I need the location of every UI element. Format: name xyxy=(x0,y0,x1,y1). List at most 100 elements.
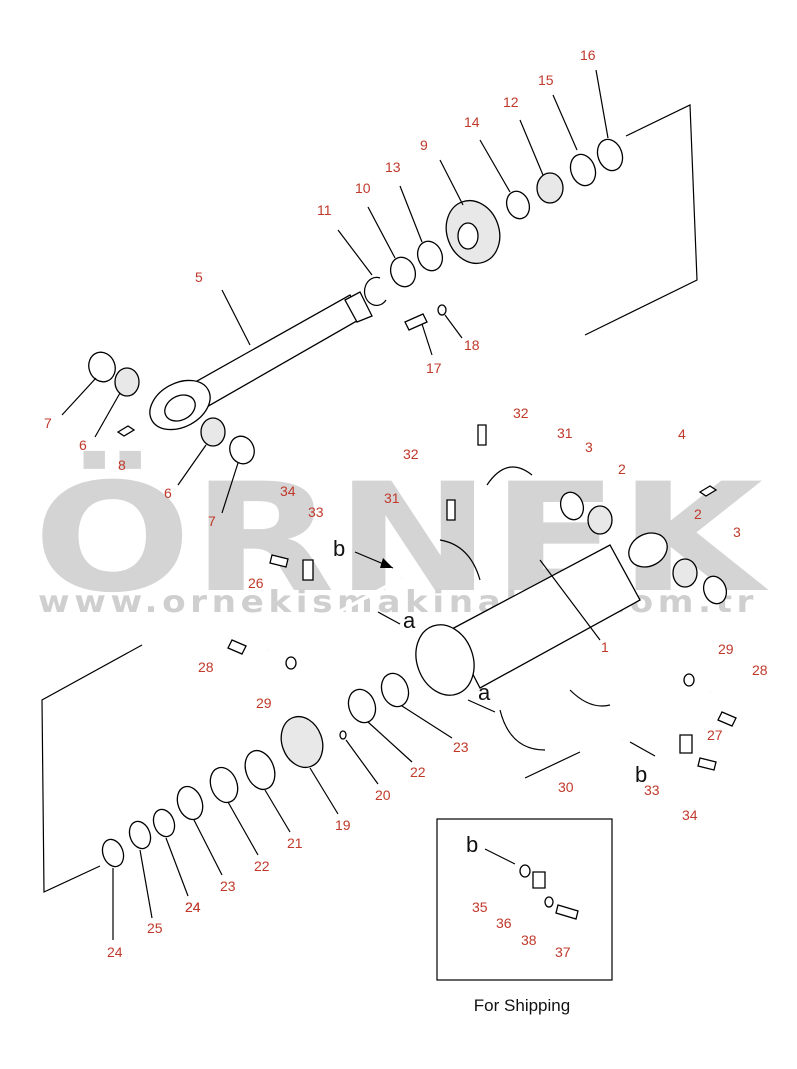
o-ring-35 xyxy=(519,864,531,878)
shipping-inset: b For Shipping xyxy=(436,818,613,1015)
callout-22-top: 22 xyxy=(410,764,426,780)
band-30 xyxy=(499,709,546,751)
seal-10 xyxy=(389,256,417,288)
clip-33-right xyxy=(679,734,693,754)
leader-7l xyxy=(61,377,97,416)
number-leaders xyxy=(61,119,544,940)
callout-22-bottom: 22 xyxy=(254,858,270,874)
callout-38: 38 xyxy=(521,932,537,948)
callout-28-right: 28 xyxy=(752,662,768,678)
callout-14: 14 xyxy=(464,114,480,130)
callout-16: 16 xyxy=(580,47,596,63)
callout-24-a: 24 xyxy=(185,899,201,915)
callout-7-right: 7 xyxy=(208,513,216,529)
ring-24-a xyxy=(152,808,176,838)
leader-9 xyxy=(439,159,464,206)
letter-a-top: a xyxy=(403,608,416,633)
callout-4: 4 xyxy=(678,426,686,442)
seal-7-left xyxy=(88,351,116,383)
callout-34-right: 34 xyxy=(682,807,698,823)
o-ring-29-left xyxy=(285,656,297,670)
callout-30: 30 xyxy=(558,779,574,795)
leader-11 xyxy=(337,229,373,276)
leader-22t xyxy=(367,721,413,763)
callout-29-left: 29 xyxy=(256,695,272,711)
callout-34-left: 34 xyxy=(280,483,296,499)
bolt-17 xyxy=(404,313,428,331)
piston-rod xyxy=(189,294,363,409)
callout-9: 9 xyxy=(420,137,428,153)
callout-1: 1 xyxy=(601,639,609,655)
grease-fitting-4 xyxy=(698,485,718,497)
seal-22-top xyxy=(347,688,377,724)
bolt-28-right xyxy=(717,711,737,727)
nut-20 xyxy=(339,730,347,740)
callout-15: 15 xyxy=(538,72,554,88)
piston-19 xyxy=(280,715,324,769)
callout-33-right: 33 xyxy=(644,782,660,798)
callout-8: 8 xyxy=(118,457,126,473)
callout-25: 25 xyxy=(147,920,163,936)
callout-37: 37 xyxy=(555,944,571,960)
washer-38 xyxy=(544,896,554,908)
callout-33-left: 33 xyxy=(308,504,324,520)
callout-17: 17 xyxy=(426,360,442,376)
callout-3-bottom: 3 xyxy=(733,524,741,540)
leader-22b xyxy=(227,801,259,856)
group-bracket-bottom xyxy=(41,644,143,893)
callout-5: 5 xyxy=(195,269,203,285)
arrow-a-bottom xyxy=(467,699,496,713)
callout-24-c: 24 xyxy=(185,899,201,915)
inset-caption: For Shipping xyxy=(474,996,570,1015)
leader-14 xyxy=(479,139,511,193)
watermark-url: www.ornekismakinalari.com.tr xyxy=(38,585,758,620)
callout-32-left: 32 xyxy=(403,446,419,462)
o-ring-16 xyxy=(596,138,624,172)
band-30-b xyxy=(569,689,611,707)
letter-a-bottom: a xyxy=(478,680,491,705)
callout-6-left: 6 xyxy=(79,437,87,453)
bolt-34-left xyxy=(269,554,289,568)
tube-assembly xyxy=(41,69,737,893)
arrow-b-bottom xyxy=(629,741,656,757)
bushing-2-top xyxy=(587,505,613,535)
inset-letter-b: b xyxy=(466,832,478,857)
leader-19 xyxy=(309,767,339,815)
bolt-32-top xyxy=(477,424,487,446)
callout-2-top: 2 xyxy=(618,461,626,477)
leader-23t xyxy=(401,705,453,739)
callout-23-top: 23 xyxy=(453,739,469,755)
leader-6l xyxy=(94,392,121,438)
group-bracket-top xyxy=(584,104,698,336)
bushing-2-bottom xyxy=(672,558,698,588)
seal-7-right xyxy=(229,435,255,465)
washer-18 xyxy=(437,304,447,316)
inset-frame xyxy=(436,818,613,981)
callout-20: 20 xyxy=(375,787,391,803)
leader-30 xyxy=(524,751,581,779)
tube-end xyxy=(415,624,475,696)
leader-23b xyxy=(193,819,223,876)
clip-33-left xyxy=(302,559,314,581)
seal-3-bottom xyxy=(702,575,728,605)
callout-31-top: 31 xyxy=(557,425,573,441)
bushing-6-left xyxy=(114,367,140,397)
reference-arrows: b a a b xyxy=(333,536,656,787)
leader-17 xyxy=(421,323,433,356)
callout-32-top: 32 xyxy=(513,405,529,421)
bolt-37 xyxy=(555,904,579,920)
callout-12: 12 xyxy=(503,94,519,110)
grease-fitting-8 xyxy=(116,425,136,437)
leader-24a xyxy=(165,837,189,897)
head-bore xyxy=(457,222,479,250)
callout-28-left: 28 xyxy=(198,659,214,675)
callout-27: 27 xyxy=(707,727,723,743)
leader-7r xyxy=(221,462,239,514)
clip-36 xyxy=(532,871,546,889)
callout-31-left: 31 xyxy=(384,490,400,506)
bushing-12 xyxy=(536,172,564,204)
bearing-13 xyxy=(416,240,444,272)
leader-16 xyxy=(595,69,609,139)
ring-23-top xyxy=(380,672,410,708)
o-ring-29-right xyxy=(683,673,695,687)
